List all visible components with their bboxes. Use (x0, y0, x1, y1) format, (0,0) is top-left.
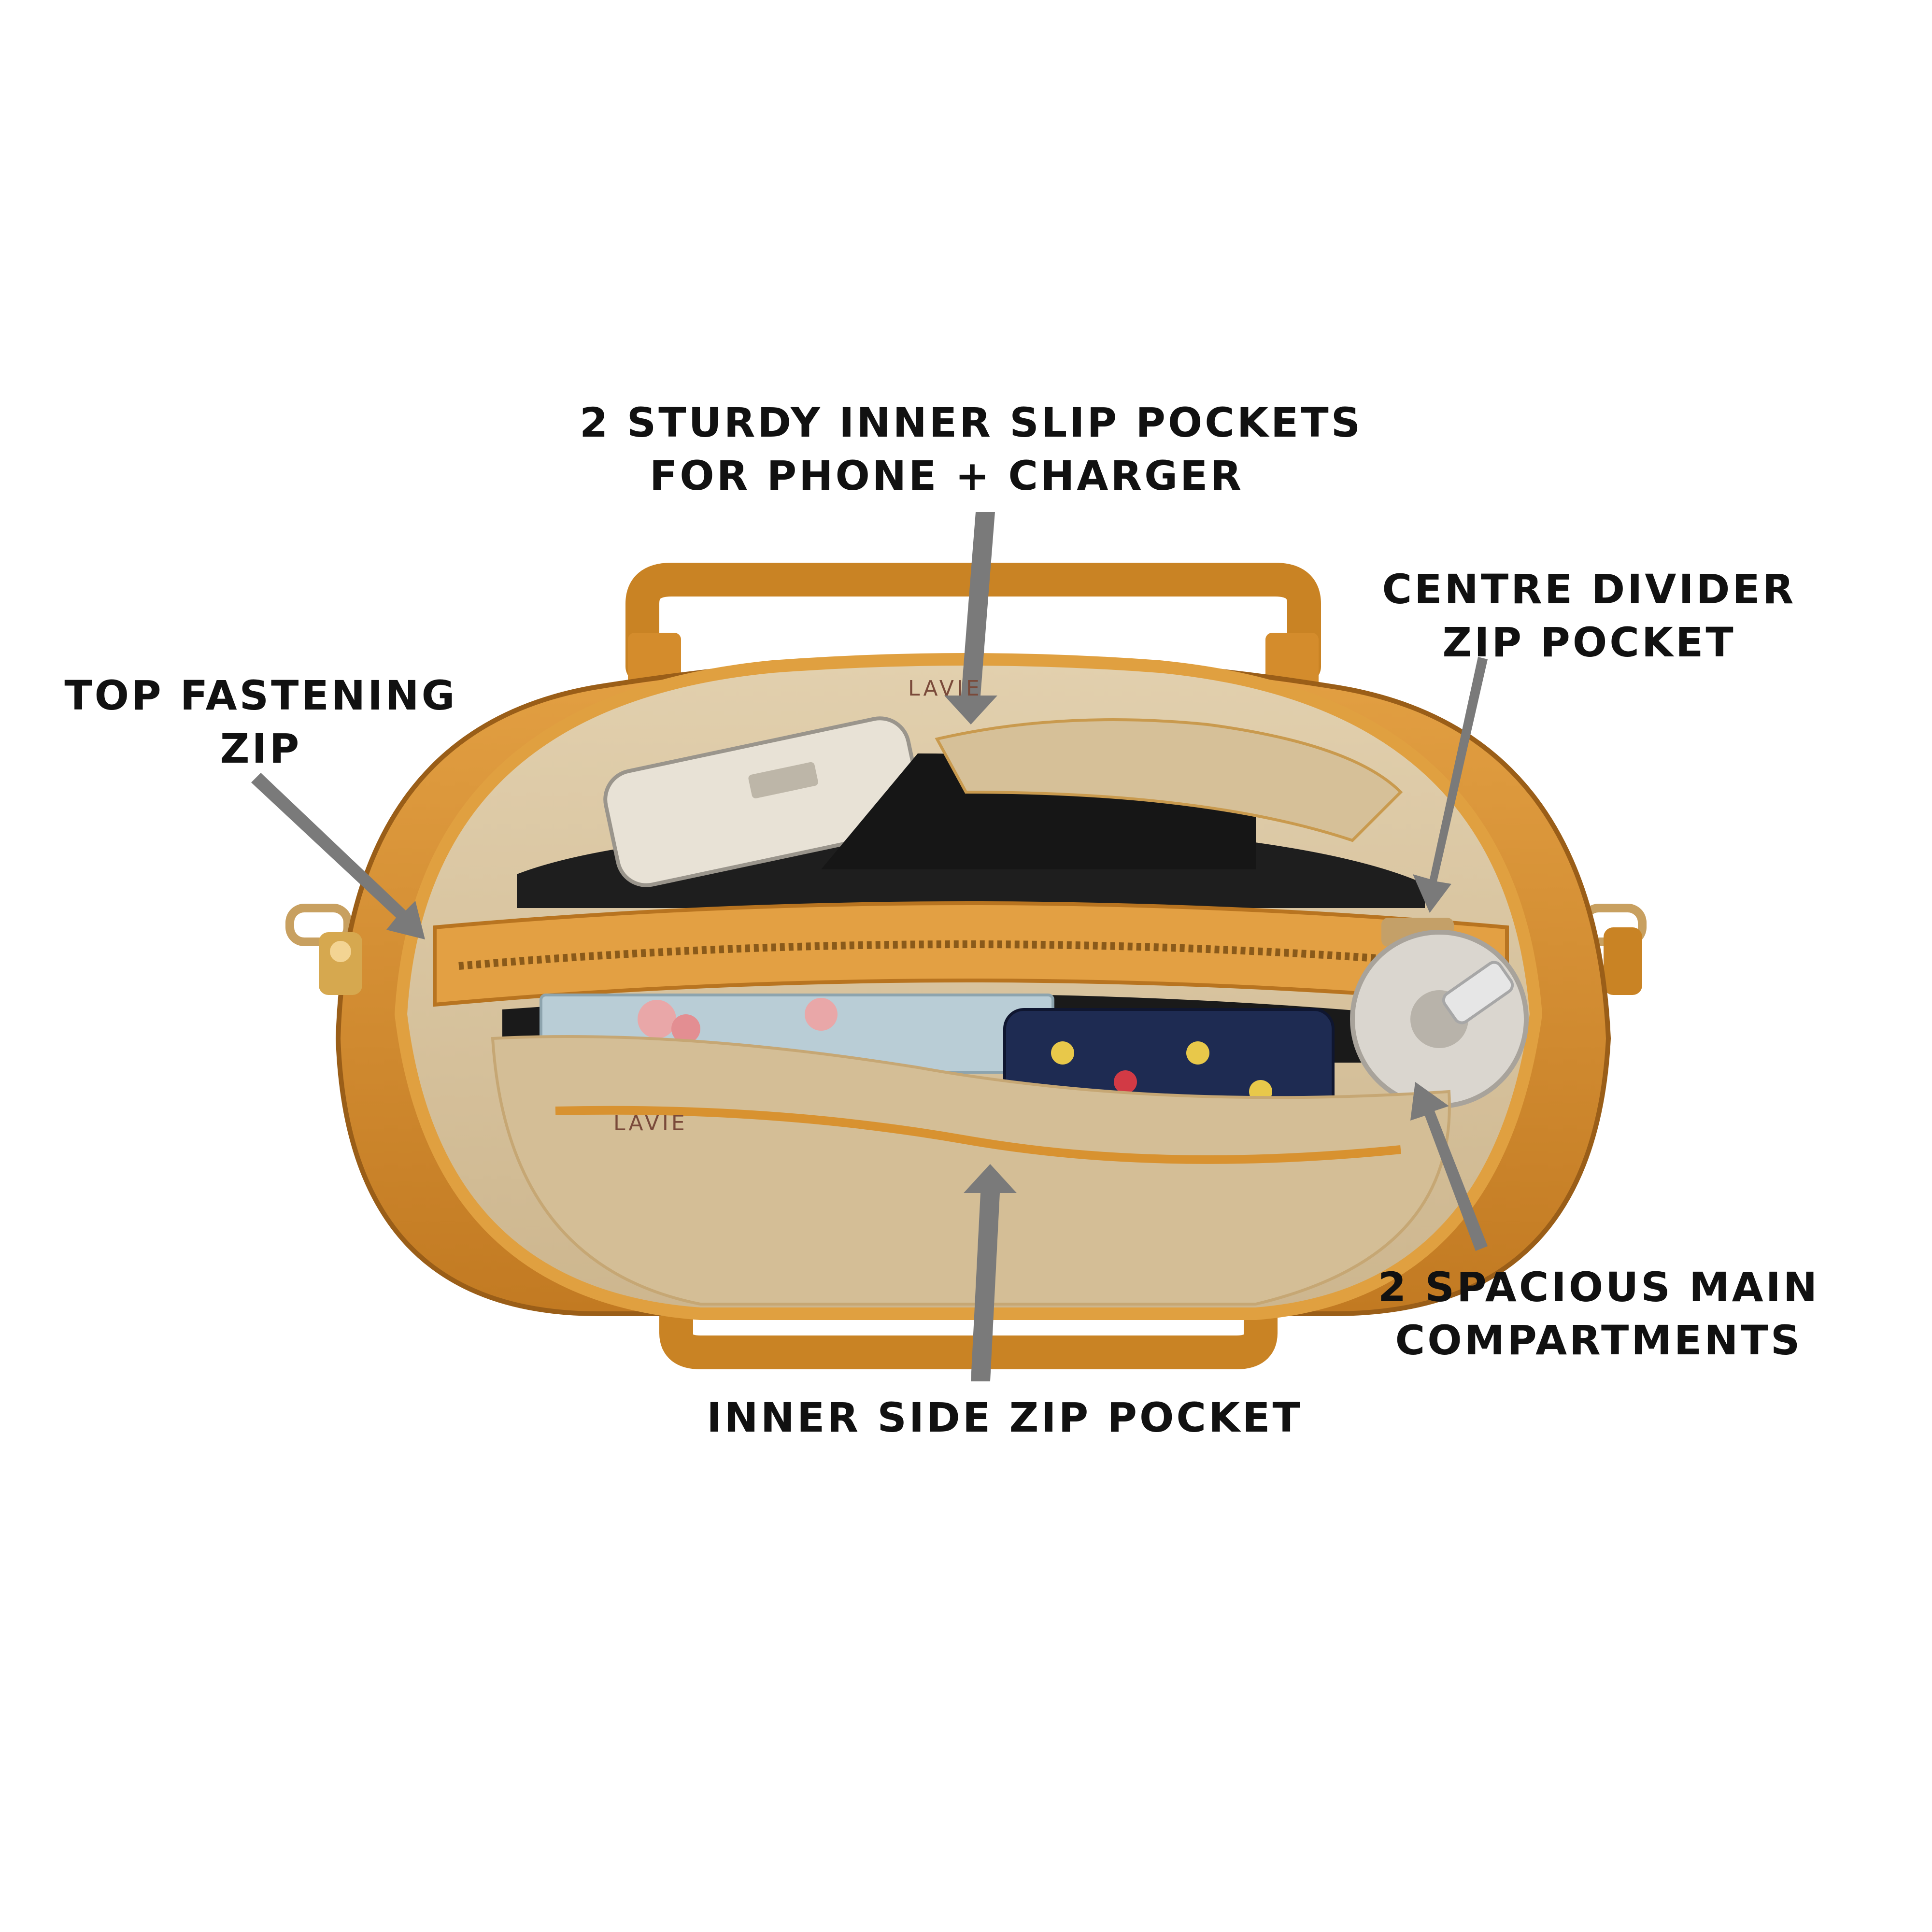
lining-logo-text: LAVIE (613, 1111, 688, 1136)
callout-slip-pockets: 2 STURDY INNER SLIP POCKETS FOR PHONE + … (580, 396, 1363, 502)
lining-logo-text: LAVIE (908, 676, 982, 701)
callout-main-line2: COMPARTMENTS (1395, 1317, 1803, 1364)
top-zip-pull (319, 932, 362, 995)
lining-logos: LAVIE LAVIE (613, 676, 982, 1136)
callout-main-line1: 2 SPACIOUS MAIN (1378, 1264, 1820, 1311)
side-zip (555, 1106, 1401, 1164)
callout-top-zip-line2: ZIP (220, 725, 302, 772)
callout-slip-pockets-line2: FOR PHONE + CHARGER (649, 452, 1244, 499)
callout-side-line1: INNER SIDE ZIP POCKET (707, 1394, 1303, 1441)
slip-pocket (935, 718, 1403, 842)
callout-slip-pockets-line1: 2 STURDY INNER SLIP POCKETS (580, 399, 1363, 446)
callout-top-zip-line1: TOP FASTENING (64, 672, 457, 719)
callout-divider-pocket: CENTRE DIVIDER ZIP POCKET (1362, 563, 1816, 669)
callout-side-pocket: INNER SIDE ZIP POCKET (686, 1391, 1323, 1444)
front-lining-panel (491, 1035, 1451, 1306)
callout-arrows (251, 512, 1488, 1381)
water-bottle (1350, 930, 1529, 1108)
callout-main-compartments: 2 SPACIOUS MAIN COMPARTMENTS (1372, 1261, 1826, 1367)
callout-divider-line2: ZIP POCKET (1442, 619, 1736, 666)
callout-top-zip: TOP FASTENING ZIP (39, 669, 483, 775)
callout-divider-line1: CENTRE DIVIDER (1382, 566, 1796, 613)
